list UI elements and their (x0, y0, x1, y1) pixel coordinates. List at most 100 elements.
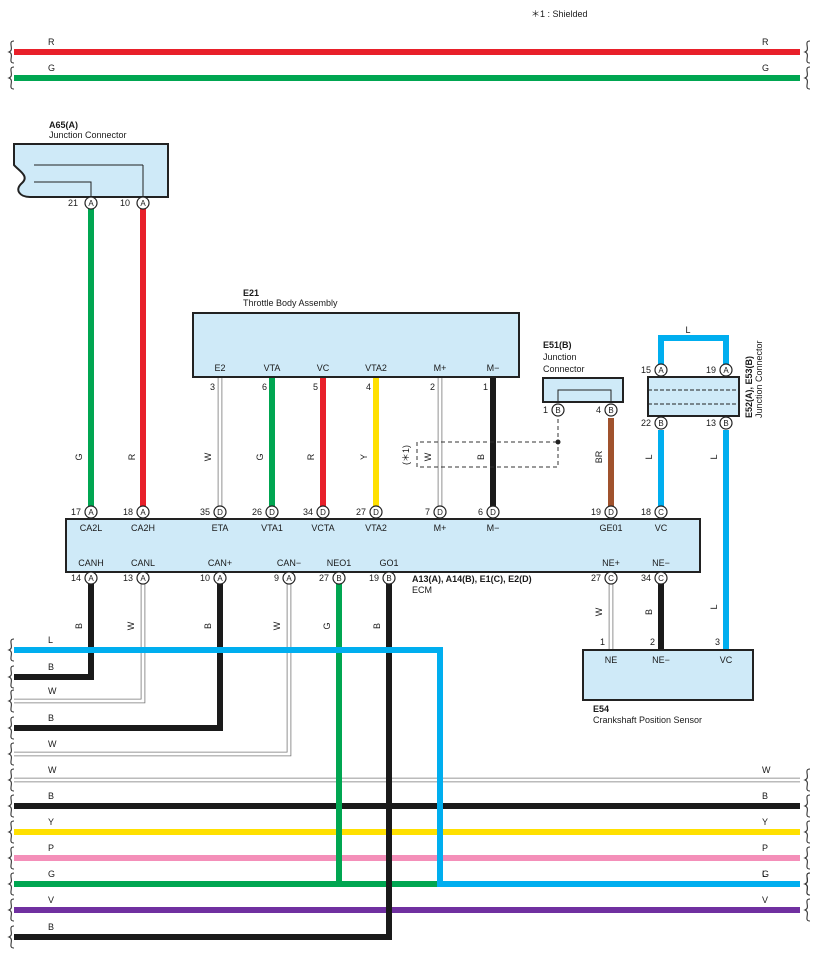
ecm-top-pin: D (369, 505, 383, 519)
pin-number: 9 (274, 573, 279, 583)
a65-connector-box (13, 143, 169, 198)
pin-number: 19 (591, 507, 601, 517)
bus-brace-left (7, 716, 15, 740)
ecm-box (65, 518, 701, 573)
e21-pin-name: VTA2 (365, 363, 387, 373)
pin-number: 6 (478, 507, 483, 517)
bottom-bus-left-label: P (48, 843, 54, 853)
bus-brace-left (7, 66, 15, 90)
ecm-pin-name: GO1 (379, 558, 398, 568)
bus-brace-right (803, 820, 811, 844)
wire-color-label: G (74, 453, 84, 460)
pin-number: 19 (706, 365, 716, 375)
top-bus-left-label: G (48, 63, 55, 73)
e52-pin-22: B (654, 416, 668, 430)
pin-number: 17 (71, 507, 81, 517)
bottom-bus-left-label: B (48, 791, 54, 801)
pin-letter: D (437, 508, 443, 517)
pin-number: 19 (369, 573, 379, 583)
e21-pin-number: 4 (366, 382, 371, 392)
pin-circle (316, 505, 330, 519)
pin-letter: A (140, 199, 146, 208)
bus-brace-right (803, 768, 811, 792)
bus-brace-left (7, 689, 15, 713)
bus-brace-left (7, 768, 15, 792)
bus-brace-right (803, 872, 811, 896)
pin-letter: B (386, 574, 391, 583)
ecm-pin-name: M+ (434, 523, 447, 533)
ecm-bottom-pin: A (136, 571, 150, 585)
pin-number: 18 (641, 507, 651, 517)
top-bus-right-label: R (762, 37, 769, 47)
a65-name: Junction Connector (49, 130, 127, 140)
wire-color-label: L (709, 604, 719, 609)
wire-color-label: G (322, 622, 332, 629)
ecm-top-pin: C (654, 505, 668, 519)
e21-pin-number: 2 (430, 382, 435, 392)
pin-circle (654, 416, 668, 430)
ecm-pin-name: VC (655, 523, 668, 533)
bottom-bus-left-label: L (48, 635, 53, 645)
ecm-pin-name: NEO1 (327, 558, 352, 568)
pin-circle (604, 505, 618, 519)
bottom-bus-right-label: V (762, 895, 768, 905)
pin-letter: C (658, 508, 664, 517)
wire-color-label: B (203, 623, 213, 629)
pin-circle (551, 403, 565, 417)
bus-brace-right (803, 66, 811, 90)
pin-number: 27 (591, 573, 601, 583)
pin-number: 34 (641, 573, 651, 583)
pin-number: 2 (650, 637, 655, 647)
pin-number: 10 (120, 198, 130, 208)
pin-number: 27 (356, 507, 366, 517)
e54-id: E54 (593, 704, 609, 714)
pin-circle (654, 505, 668, 519)
e52-pin-15: A (654, 363, 668, 377)
wire-color-label: W (594, 607, 604, 616)
e21-pin-number: 3 (210, 382, 215, 392)
pin-letter: D (490, 508, 496, 517)
a65-internal-lines (34, 164, 144, 197)
pin-number: 13 (123, 573, 133, 583)
e52-id: E52(A), E53(B) (744, 356, 754, 418)
e21-id: E21 (243, 288, 259, 298)
wire-l-return (14, 647, 800, 887)
e21-pin-name: VTA (264, 363, 281, 373)
pin-circle (213, 505, 227, 519)
ecm-top-pin: D (316, 505, 330, 519)
a65-pin-21: A (84, 196, 98, 210)
ecm-pin-name: M− (487, 523, 500, 533)
ecm-pin-name: CAN+ (208, 558, 232, 568)
e52-pin-13: B (719, 416, 733, 430)
bus-brace-right (803, 40, 811, 64)
pin-number: 1 (600, 637, 605, 647)
shield-junction-dot (555, 439, 561, 445)
bus-brace-left (7, 872, 15, 896)
bus-brace-left (7, 898, 15, 922)
e21-pin-number: 6 (262, 382, 267, 392)
pin-circle (719, 416, 733, 430)
bus-brace-left (7, 925, 15, 949)
ecm-pin-name: CA2H (131, 523, 155, 533)
pin-letter: D (269, 508, 275, 517)
pin-circle (654, 363, 668, 377)
ecm-pin-name: CA2L (80, 523, 103, 533)
pin-number: 3 (715, 637, 720, 647)
e51-internal (557, 389, 612, 402)
pin-number: 1 (543, 405, 548, 415)
e54-name: Crankshaft Position Sensor (593, 715, 702, 725)
pin-number: 26 (252, 507, 262, 517)
shielded-note: ＊1 : Shielded (531, 9, 588, 19)
return-wire-label: L (762, 869, 767, 879)
ecm-pin-name: VTA2 (365, 523, 387, 533)
pin-number: 22 (641, 418, 651, 428)
ecm-pin-name: VTA1 (261, 523, 283, 533)
pin-letter: C (608, 574, 614, 583)
shield-outline (416, 412, 559, 468)
ecm-top-pin: D (213, 505, 227, 519)
wire-ecm-bottom-0 (14, 584, 94, 680)
pin-letter: D (373, 508, 379, 517)
wire-color-label: R (127, 453, 137, 460)
bottom-bus-left-label: W (48, 765, 57, 775)
